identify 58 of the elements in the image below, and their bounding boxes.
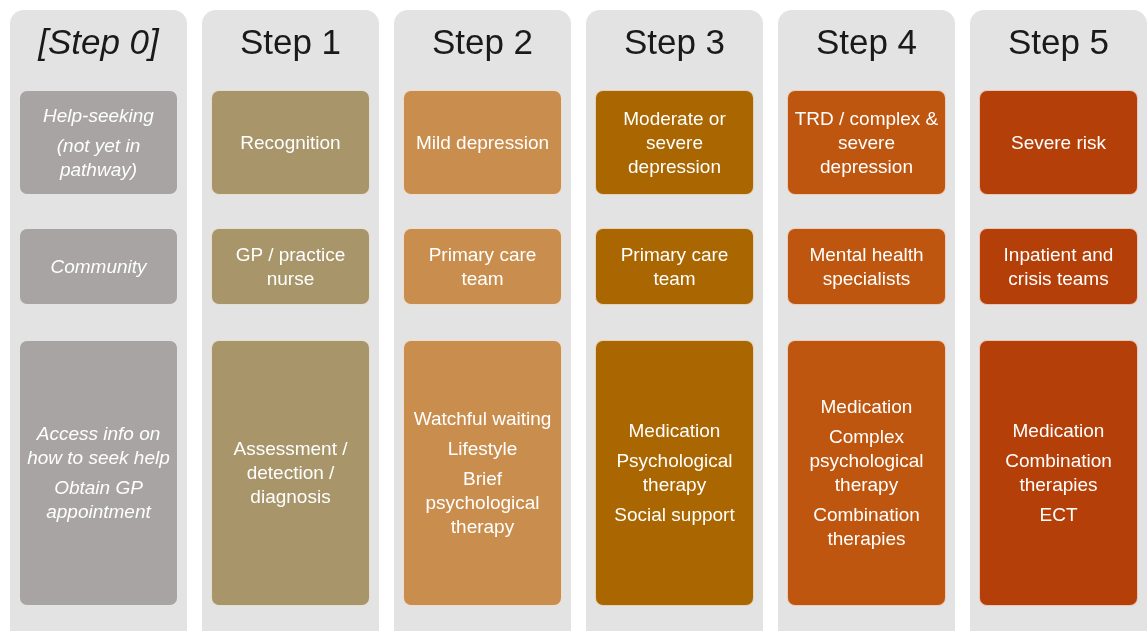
stage-box (403, 90, 562, 195)
stage-box (211, 90, 370, 195)
stage-box (979, 90, 1138, 195)
box-text: ECT (1039, 503, 1078, 527)
stage-box (403, 340, 562, 606)
stage-box (595, 340, 754, 606)
stage-box (595, 228, 754, 305)
box-text: Primary care team (619, 242, 730, 291)
box-text: Mental health specialists (808, 242, 925, 291)
box-text: Moderate or severe depression (622, 106, 727, 179)
box-text: TRD / complex & severe depression (793, 106, 940, 179)
box-text: Primary care team (427, 242, 538, 291)
box-text: Lifestyle (447, 437, 518, 461)
step-heading: Step 2 (430, 21, 535, 63)
stage-box (595, 90, 754, 195)
stage-box (403, 228, 562, 305)
step-column (586, 10, 763, 631)
stage-box (979, 340, 1138, 606)
box-text: Recognition (240, 130, 341, 155)
box-text: Medication (628, 419, 721, 443)
stage-box (979, 228, 1138, 305)
box-text: Watchful waiting (413, 407, 552, 431)
box-text: Complex psychological therapy (808, 425, 925, 497)
step-column (970, 10, 1147, 631)
box-text: GP / practice nurse (234, 242, 347, 291)
step-heading: Step 4 (814, 21, 919, 63)
box-text: Inpatient and crisis teams (1002, 242, 1115, 291)
box-text: (not yet in pathway) (55, 133, 142, 182)
box-text: Combination therapies (1004, 449, 1113, 497)
box-text: Mild depression (415, 130, 550, 155)
box-text: Assessment / detection / diagnosis (232, 437, 349, 509)
stage-box (19, 90, 178, 195)
box-text: Community (50, 254, 147, 279)
box-text: Help-seeking (43, 103, 154, 128)
step-heading: Step 5 (1006, 21, 1111, 63)
stage-box (787, 340, 946, 606)
box-text: Obtain GP appointment (45, 476, 153, 524)
step-column (778, 10, 955, 631)
box-text: Brief psychological therapy (424, 467, 541, 539)
box-text: Access info on how to seek help (26, 422, 171, 470)
step-column (394, 10, 571, 631)
box-text: Psychological therapy (615, 449, 734, 497)
step-column (202, 10, 379, 631)
box-text: Medication (1012, 419, 1105, 443)
box-text: Severe risk (1011, 130, 1106, 155)
stage-box (19, 228, 178, 305)
step-column (10, 10, 187, 631)
box-text: Medication (820, 395, 913, 419)
stage-box (787, 90, 946, 195)
step-heading: Step 1 (238, 21, 343, 63)
stage-box (787, 228, 946, 305)
step-heading: Step 3 (622, 21, 727, 63)
stage-box (211, 340, 370, 606)
box-text: Social support (614, 503, 735, 527)
stage-box (211, 228, 370, 305)
stage-box (19, 340, 178, 606)
box-text: Combination therapies (812, 503, 921, 551)
step-heading: [Step 0] (36, 21, 161, 63)
